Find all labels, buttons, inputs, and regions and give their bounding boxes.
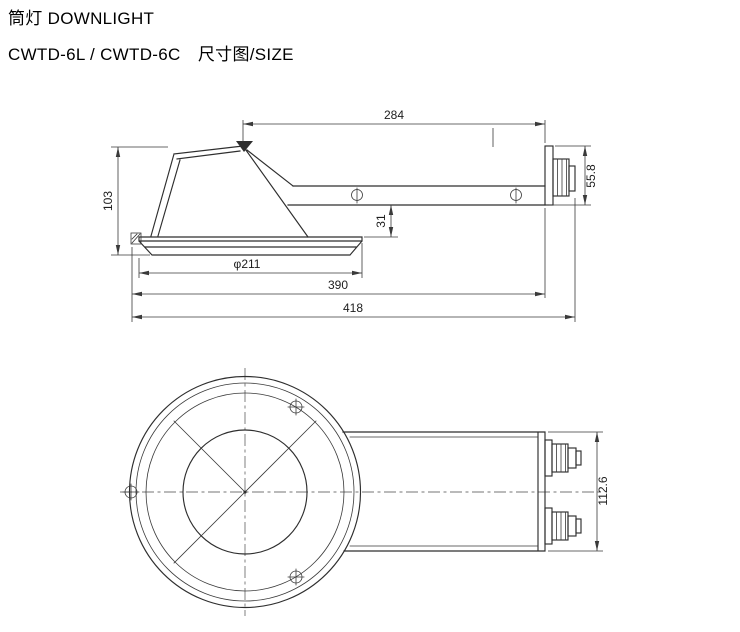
extension-line bbox=[131, 208, 546, 322]
plan-centerlines bbox=[120, 368, 604, 616]
dim-plan-body-height-label: 112.6 bbox=[596, 476, 610, 505]
dim-arm-to-flange-label: 31 bbox=[374, 214, 388, 228]
dim-flange-diameter-label: φ211 bbox=[234, 257, 261, 271]
hinge-marker bbox=[236, 141, 253, 152]
dim-body-length-label: 390 bbox=[328, 278, 348, 292]
mounting-clip bbox=[130, 232, 142, 245]
dim-end-height-label: 55.8 bbox=[584, 164, 598, 188]
screw-icon bbox=[122, 483, 140, 501]
side-view-dimensions: 284 103 55.8 31 φ211 390 418 bbox=[101, 108, 598, 322]
side-view-housing bbox=[150, 141, 309, 238]
screw-icon bbox=[287, 398, 305, 416]
reflector-spokes bbox=[173, 420, 317, 564]
cable-gland-lower bbox=[544, 507, 582, 545]
plan-glands bbox=[544, 439, 582, 545]
cable-gland-upper bbox=[544, 439, 582, 477]
side-view-arm bbox=[287, 185, 546, 206]
dim-top-width-label: 284 bbox=[384, 108, 404, 122]
model-and-size-label: CWTD-6L / CWTD-6C 尺寸图/SIZE bbox=[8, 45, 294, 64]
plan-bezel bbox=[128, 375, 362, 609]
dim-housing-height-label: 103 bbox=[101, 191, 115, 211]
extension-line bbox=[111, 146, 168, 256]
side-view-cable-gland bbox=[544, 145, 576, 206]
plan-body bbox=[342, 431, 546, 552]
extension-line bbox=[548, 431, 603, 552]
plan-screws bbox=[122, 398, 305, 586]
dim-overall-length-label: 418 bbox=[343, 301, 363, 315]
side-view: 284 103 55.8 31 φ211 390 418 bbox=[101, 108, 598, 322]
reflector-circle bbox=[182, 429, 308, 555]
plan-dimensions: 112.6 bbox=[548, 431, 610, 552]
drawing-title: 筒灯 DOWNLIGHT CWTD-6L / CWTD-6C 尺寸图/SIZE bbox=[8, 6, 294, 68]
screw-icon bbox=[287, 568, 305, 586]
center-point bbox=[243, 490, 247, 494]
product-name: 筒灯 DOWNLIGHT bbox=[8, 9, 155, 28]
side-view-flange bbox=[130, 232, 363, 256]
plan-view: 112.6 bbox=[120, 368, 610, 616]
